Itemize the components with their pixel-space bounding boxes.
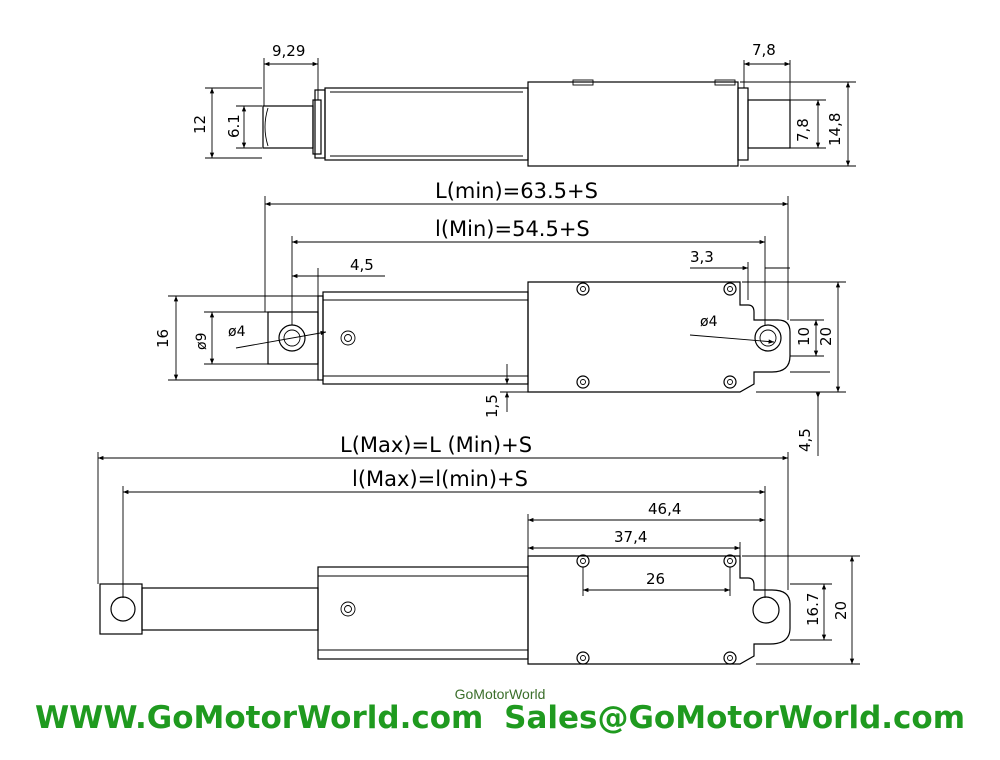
middle-length-min-label: l(Min)=54.5+S [435,217,590,241]
middle-dim-10: 10 [795,327,813,346]
contact-line: WWW.GoMotorWorld.com Sales@GoMotorWorld.… [0,700,1000,736]
bottom-dim-26: 26 [646,570,665,588]
top-dim-12: 12 [191,115,209,134]
bottom-dim-464: 46,4 [648,500,681,518]
middle-dim-33: 3,3 [690,248,714,266]
middle-dim-45a: 4,5 [350,256,374,274]
middle-view: L(min)=63.5+S l(Min)=54.5+S 4,5 3,3 16 ø… [154,179,846,456]
bottom-length-min-label: l(Max)=l(min)+S [352,467,528,491]
bottom-dim-20: 20 [832,601,850,620]
bottom-dim-167: 16.7 [804,593,822,626]
middle-dim-phi4-rear: ø4 [700,314,718,330]
top-dim-78a: 7,8 [752,41,776,59]
website-link[interactable]: WWW.GoMotorWorld.com [34,700,484,736]
middle-dim-phi9: ø9 [194,333,210,351]
top-dim-78b: 7,8 [794,118,812,142]
email-link[interactable]: Sales@GoMotorWorld.com [504,700,966,736]
middle-dim-phi4-front: ø4 [228,324,246,340]
middle-dim-15: 1,5 [483,394,501,418]
middle-dim-20: 20 [817,327,835,346]
brand-label: GoMotorWorld [454,686,546,702]
bottom-length-max-label: L(Max)=L (Min)+S [340,433,532,457]
bottom-view: L(Max)=L (Min)+S l(Max)=l(min)+S 46,4 37… [97,433,860,665]
top-dim-148: 14,8 [826,113,844,146]
bottom-dim-374: 37,4 [614,528,647,546]
middle-dim-16: 16 [154,329,172,348]
top-dim-929: 9,29 [272,42,305,60]
top-dim-61: 6.1 [225,114,243,138]
top-view: 9,29 7,8 12 6.1 7,8 14,8 [191,41,856,167]
middle-dim-45b: 4,5 [796,428,814,452]
middle-length-max-label: L(min)=63.5+S [435,179,598,203]
